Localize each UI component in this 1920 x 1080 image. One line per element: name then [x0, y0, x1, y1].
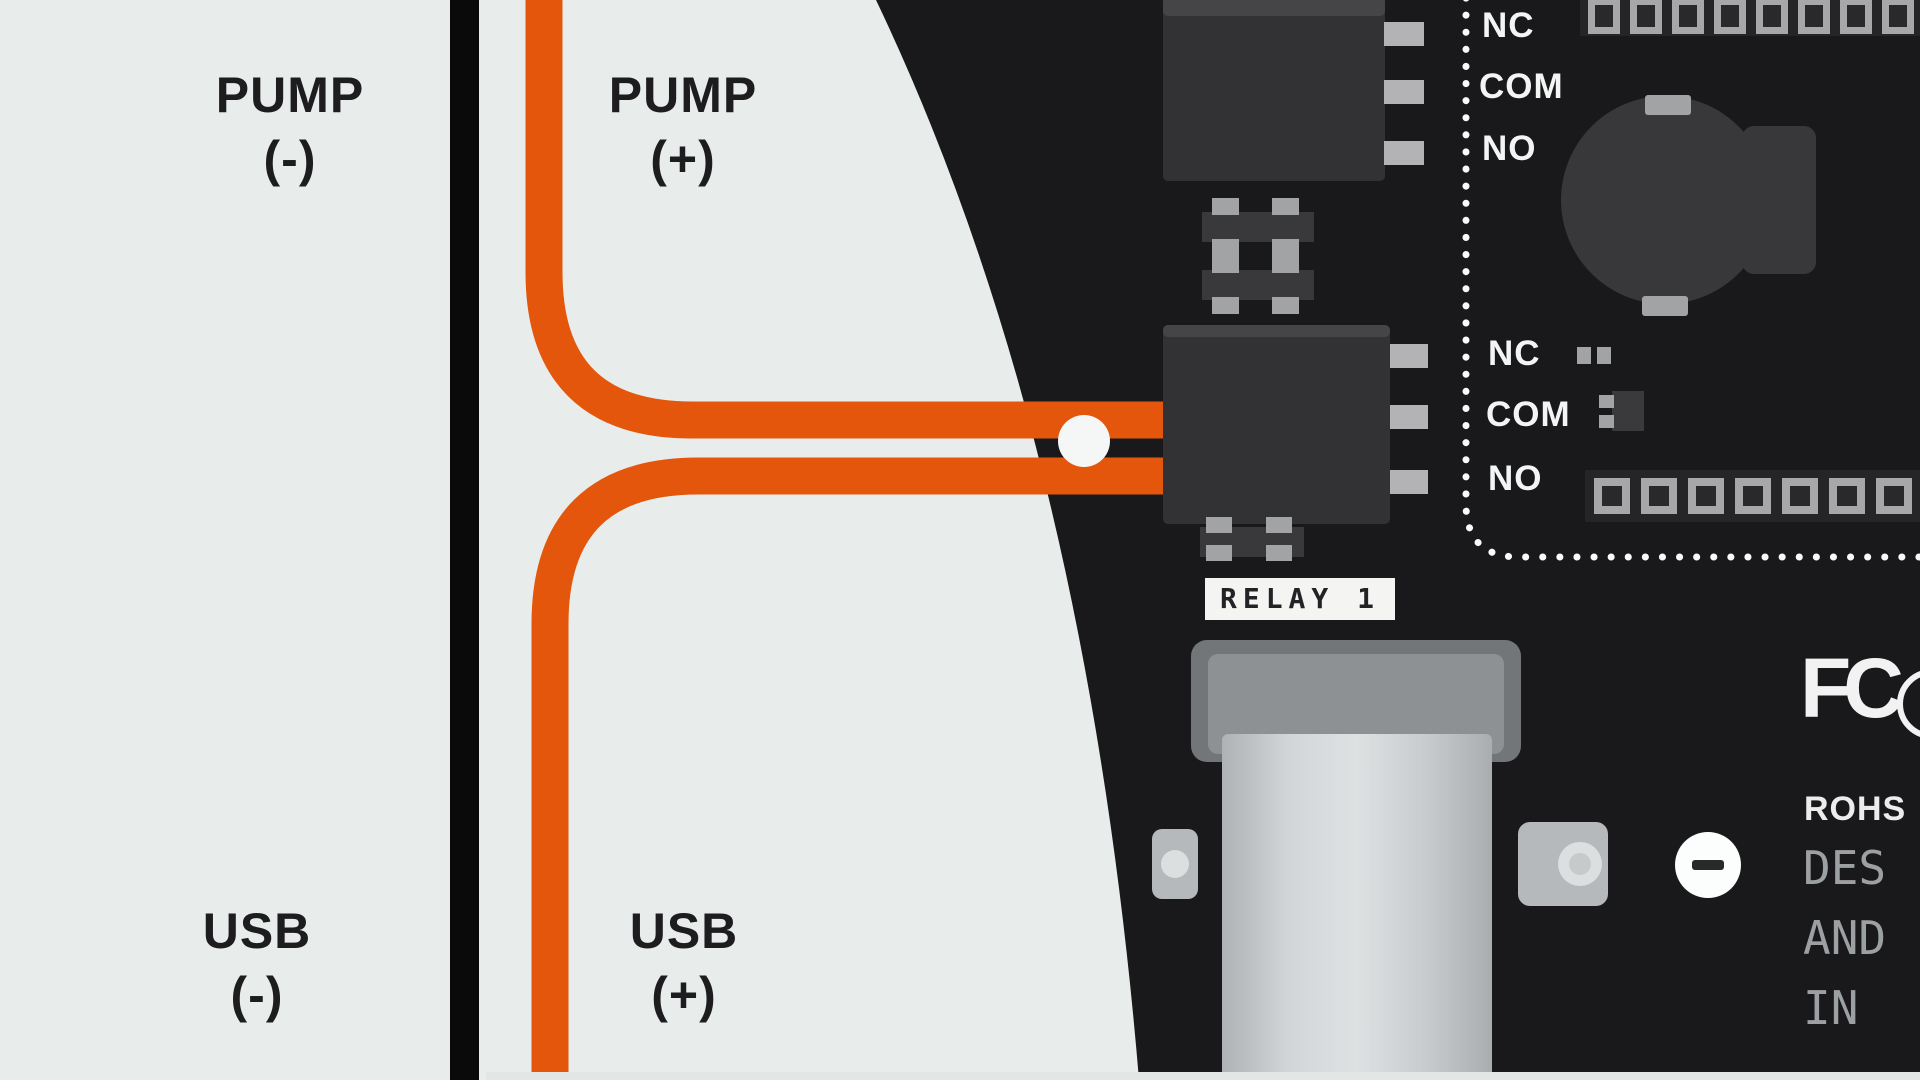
usb-shell — [1222, 734, 1492, 1080]
minus-icon — [1692, 860, 1724, 870]
header-socket-hole — [1790, 486, 1810, 506]
label-pump-pos-line1: PUMP — [608, 67, 758, 123]
optocoupler-a — [1202, 198, 1314, 256]
pin-label-com-top: COM — [1479, 67, 1564, 106]
header-socket-hole — [1649, 486, 1669, 506]
opto-b-pad — [1272, 297, 1299, 314]
black-wire — [450, 0, 479, 1080]
pin-label-nc-top: NC — [1482, 6, 1535, 45]
opto-a-pad — [1272, 198, 1299, 215]
relay-1-label: RELAY 1 — [1205, 578, 1395, 620]
opto-b-pad — [1212, 256, 1239, 273]
header-socket-hole — [1721, 5, 1739, 27]
pin-label-no-top: NO — [1482, 129, 1537, 168]
header-socket-hole — [1637, 5, 1655, 27]
relay-top-pin-com — [1384, 80, 1424, 104]
header-socket-hole — [1884, 486, 1904, 506]
opto-a-pad — [1212, 239, 1239, 256]
battery-clip-top — [1645, 95, 1691, 115]
relay-top-pin-nc — [1384, 22, 1424, 46]
header-socket-hole — [1595, 5, 1613, 27]
header-socket-hole — [1696, 486, 1716, 506]
opto-c-pad — [1266, 517, 1292, 533]
relay-1-pin-com — [1390, 405, 1428, 429]
relay-top — [1163, 0, 1424, 181]
orange-wire-usb-pos — [531, 457, 1205, 1080]
battery-cell — [1561, 96, 1769, 304]
photo-edge-strip — [486, 1072, 1920, 1080]
relay-1 — [1163, 325, 1428, 524]
fcc-logo: FC — [1800, 641, 1904, 735]
label-usb-pos-line1: USB — [629, 903, 739, 959]
opto-a-body — [1202, 212, 1314, 242]
header-socket-hole — [1679, 5, 1697, 27]
header-socket-hole — [1837, 486, 1857, 506]
label-usb-neg: USB (-) — [203, 899, 312, 1027]
opto-c-pad — [1266, 545, 1292, 561]
label-pump-pos-line2: (+) — [650, 131, 716, 187]
label-pump-neg-line2: (-) — [263, 131, 317, 187]
pin-label-no-bottom: NO — [1488, 459, 1543, 498]
label-usb-pos-line2: (+) — [651, 967, 717, 1023]
mounting-hole — [1058, 415, 1110, 467]
smd-pad — [1577, 347, 1591, 364]
smd-pin — [1599, 395, 1614, 408]
header-socket-hole — [1889, 5, 1907, 27]
relay-1-body — [1163, 325, 1390, 524]
pin-label-com-bottom: COM — [1486, 395, 1571, 434]
relay-1-pin-nc — [1390, 344, 1428, 368]
relay-1-pin-no — [1390, 470, 1428, 494]
smd-pin — [1599, 415, 1614, 428]
opto-a-pad — [1212, 198, 1239, 215]
smd-transistor — [1599, 391, 1644, 431]
header-socket-hole — [1847, 5, 1865, 27]
module-outline-dotted — [1462, 0, 1920, 561]
opto-c-pad — [1206, 545, 1232, 561]
label-usb-neg-line2: (-) — [230, 967, 284, 1023]
pin-label-nc-bottom: NC — [1488, 334, 1541, 373]
relay-top-edge — [1163, 0, 1385, 16]
header-socket-hole — [1743, 486, 1763, 506]
optocoupler-b — [1202, 256, 1314, 314]
opto-b-pad — [1212, 297, 1239, 314]
label-usb-pos: USB (+) — [630, 899, 739, 1027]
header-socket-hole — [1602, 486, 1622, 506]
orange-wire-pump-pos — [525, 0, 1205, 439]
usb-flange-inner — [1208, 654, 1504, 754]
optocoupler-c — [1200, 517, 1304, 561]
header-socket-hole — [1763, 5, 1781, 27]
label-pump-neg: PUMP (-) — [216, 63, 364, 191]
board-text-line1: DES — [1803, 841, 1887, 895]
usb-connector — [1152, 640, 1608, 1080]
opto-a-pad — [1272, 239, 1299, 256]
label-pump-neg-line1: PUMP — [215, 67, 365, 123]
smd-pad — [1597, 347, 1611, 364]
opto-b-pad — [1272, 256, 1299, 273]
opto-b-body — [1202, 270, 1314, 300]
header-socket-hole — [1805, 5, 1823, 27]
usb-lug-left-hole — [1161, 850, 1189, 878]
smd-resistor — [1577, 347, 1611, 364]
relay-1-edge — [1163, 325, 1390, 337]
relay-top-body — [1163, 0, 1385, 181]
rohs-text: ROHS — [1804, 790, 1907, 828]
usb-lug-right-hole-center — [1569, 853, 1591, 875]
pin-header-top — [1580, 0, 1920, 36]
label-pump-pos: PUMP (+) — [609, 63, 757, 191]
board-text-line2: AND — [1803, 911, 1887, 965]
pin-header-mid — [1585, 470, 1920, 522]
board-text-line3: IN — [1803, 981, 1859, 1035]
label-usb-neg-line1: USB — [202, 903, 312, 959]
battery-clip-bottom — [1642, 296, 1688, 316]
minus-marker — [1675, 832, 1741, 898]
relay-top-pin-no — [1384, 141, 1424, 165]
opto-c-pad — [1206, 517, 1232, 533]
smd-body — [1612, 391, 1644, 431]
coin-cell-battery — [1561, 95, 1816, 316]
